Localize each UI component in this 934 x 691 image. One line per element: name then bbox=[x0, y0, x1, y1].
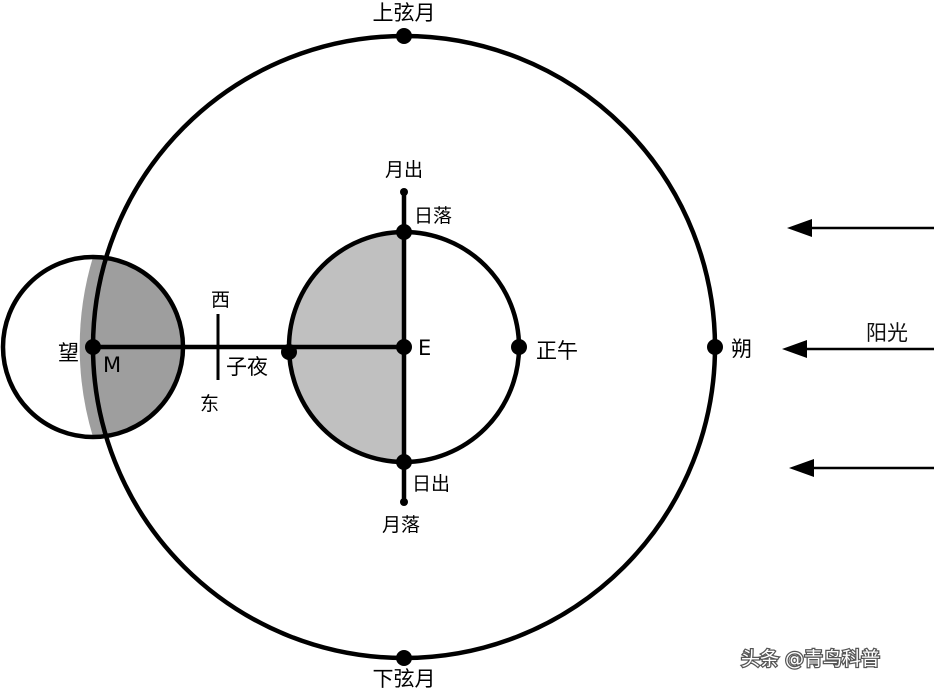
full-moon-label: 望 bbox=[58, 341, 79, 365]
sunrise-dot bbox=[396, 454, 412, 470]
sunset-label: 日落 bbox=[414, 205, 452, 227]
sunlight-arrow-bottom-head bbox=[789, 459, 814, 477]
sunset-dot bbox=[396, 224, 412, 240]
last-quarter-label: 下弦月 bbox=[373, 667, 436, 691]
first-quarter-label: 上弦月 bbox=[373, 1, 436, 25]
moonrise-dot bbox=[400, 188, 408, 196]
sunrise-label: 日出 bbox=[412, 473, 450, 495]
east-label: 东 bbox=[200, 393, 219, 415]
new-moon-dot bbox=[707, 339, 723, 355]
midnight-label: 子夜 bbox=[226, 355, 268, 379]
last-quarter-dot bbox=[396, 650, 412, 666]
watermark-text: 头条 @青鸟科普 bbox=[741, 648, 880, 670]
first-quarter-dot bbox=[396, 28, 412, 44]
moonset-dot bbox=[400, 498, 408, 506]
earth-label: E bbox=[418, 336, 431, 360]
sunlight-arrow-top-head bbox=[787, 219, 812, 237]
moon-night-half bbox=[3, 257, 93, 437]
west-label: 西 bbox=[211, 289, 230, 311]
moon-label: M bbox=[103, 353, 121, 377]
moonrise-label: 月出 bbox=[385, 159, 423, 181]
noon-label: 正午 bbox=[536, 339, 578, 363]
noon-dot bbox=[511, 339, 527, 355]
midnight-dot bbox=[281, 344, 297, 360]
full-moon-dot bbox=[85, 339, 101, 355]
sunlight-label: 阳光 bbox=[866, 321, 908, 345]
new-moon-label: 朔 bbox=[731, 337, 752, 361]
moonset-label: 月落 bbox=[382, 514, 420, 536]
earth-center-dot bbox=[396, 339, 412, 355]
sunlight-arrow-middle-head bbox=[782, 340, 807, 358]
